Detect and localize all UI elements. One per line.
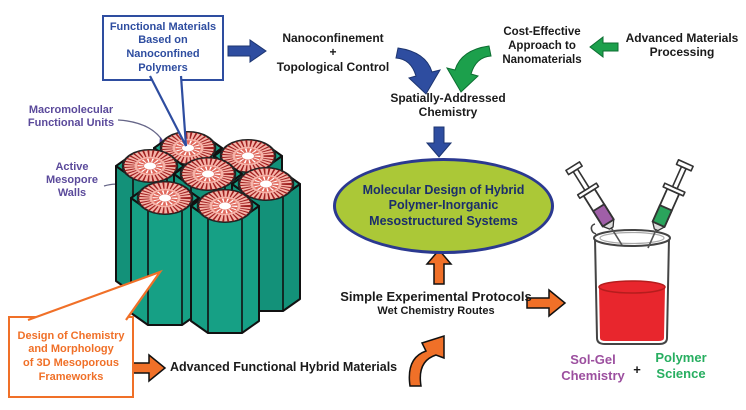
label-spatially-addressed: Spatially-Addressed Chemistry [390,91,506,120]
blue-arrow-right-icon [227,39,267,63]
syringe-purple-icon [565,161,623,246]
honeycomb-structure [115,131,301,334]
label-simple-protocols: Simple Experimental Protocols [340,289,532,304]
orange-curved-arrow-icon [408,334,445,387]
blue-arrow-down-icon [425,126,453,158]
beaker-experiment [565,158,694,345]
label-polymer-science: Polymer Science [655,350,707,381]
hex-prism [190,189,260,334]
label-nanoconfinement: Nanoconfinement + Topological Control [276,31,390,74]
callout-functional-materials: Functional Materials Based on Nanoconfin… [102,15,224,81]
label-plus: + [633,362,641,377]
label-macromolecular: Macromolecular Functional Units [27,104,115,130]
syringe-green-icon [647,158,694,249]
label-advanced-processing: Advanced Materials Processing [625,31,739,60]
label-sol-gel: Sol-Gel Chemistry [561,352,625,383]
central-oval-molecular-design: Molecular Design of Hybrid Polymer-Inorg… [333,158,554,254]
blue-curved-arrow-icon [395,47,442,95]
orange-arrow-up-icon [425,248,453,285]
label-active-mesopore: Active Mesopore Walls [46,161,98,200]
green-curved-arrow-icon [445,45,492,93]
beaker-icon [590,223,671,345]
orange-arrow-right-mid-icon [526,288,567,318]
callout-design-chemistry: Design of Chemistry and Morphology of 3D… [8,316,134,398]
label-wet-chemistry: Wet Chemistry Routes [377,305,495,317]
label-advanced-hybrid: Advanced Functional Hybrid Materials [170,360,398,374]
label-cost-effective: Cost-Effective Approach to Nanomaterials [502,26,582,66]
hex-prism [130,181,200,326]
green-arrow-left-icon [589,35,619,59]
